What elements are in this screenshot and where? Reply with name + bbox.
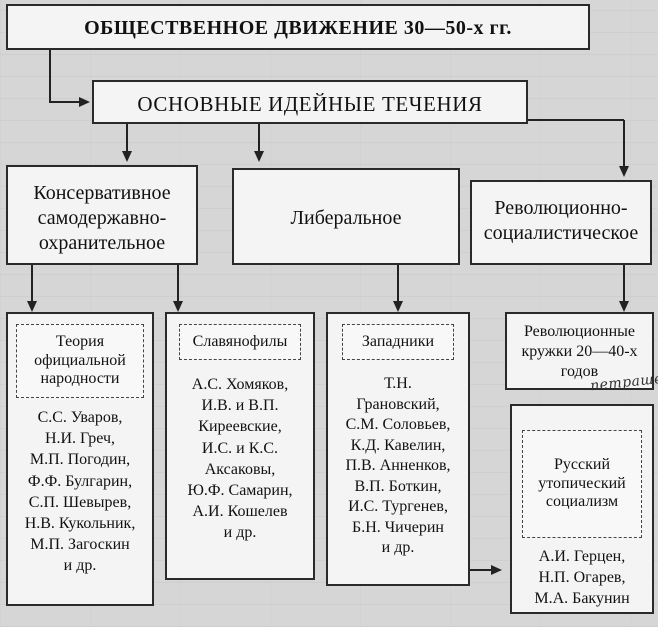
group-slavophiles-members: А.С. Хомяков, И.В. и В.П. Киреевские, И.… [167, 374, 313, 544]
member-name: М.А. Бакунин [534, 590, 630, 607]
group-revolutionary-circles-box: Революционные кружки 20—40-х годов [505, 312, 654, 390]
group-utopian-socialism-heading: Русский утопический социализм [522, 430, 642, 538]
member-name: Ф.Ф. Булгарин, [27, 472, 133, 490]
title-box: ОБЩЕСТВЕННОЕ ДВИЖЕНИЕ 30—50-х гг. [6, 4, 590, 50]
group-official-nationality-members: С.С. Уваров, Н.И. Греч, М.П. Погодин, Ф.… [8, 407, 152, 577]
member-name: Н.И. Греч, [44, 430, 116, 448]
group-revolutionary-circles-heading: Революционные кружки 20—40-х годов [521, 323, 638, 380]
group-official-nationality-box: Теория официальной народности С.С. Уваро… [6, 312, 154, 606]
member-name: И.С. Тургенев, [348, 498, 448, 515]
member-name: Н.П. Огарев, [538, 569, 626, 586]
member-name: М.П. Погодин, [29, 451, 131, 469]
group-utopian-socialism-members: А.И. Герцен, Н.П. Огарев, М.А. Бакунин [512, 546, 652, 609]
member-name: Ю.Ф. Самарин, [187, 482, 293, 500]
group-slavophiles-heading: Славянофилы [179, 324, 301, 360]
member-name: Н.В. Кукольник, [24, 515, 136, 533]
member-name: М.П. Загоскин [30, 536, 130, 554]
member-name: Киреевские, [198, 418, 282, 436]
group-utopian-socialism-box: Русский утопический социализм А.И. Герце… [510, 404, 654, 614]
group-slavophiles-box: Славянофилы А.С. Хомяков, И.В. и В.П. Ки… [165, 312, 315, 580]
currents-header-box: ОСНОВНЫЕ ИДЕЙНЫЕ ТЕЧЕНИЯ [92, 80, 528, 124]
current-revolutionary-box: Революционно-социалистическое [470, 180, 652, 265]
arrow-title-to-currents [49, 50, 90, 107]
member-name: С.М. Соловьев, [345, 416, 451, 433]
member-name: П.В. Анненков, [345, 457, 451, 474]
page-title: ОБЩЕСТВЕННОЕ ДВИЖЕНИЕ 30—50-х гг. [84, 17, 512, 39]
current-liberal-label: Либеральное [290, 207, 402, 229]
current-conservative-box: Консервативное самодержавно-охранительно… [6, 165, 198, 265]
arrow-westerners-to-utopian [467, 565, 502, 586]
group-westerners-members: Т.Н. Грановский, С.М. Соловьев, К.Д. Кав… [328, 374, 468, 559]
member-name: К.Д. Кавелин, [350, 436, 446, 454]
current-revolutionary-label: Революционно-социалистическое [483, 197, 639, 244]
group-westerners-heading: Западники [342, 324, 454, 360]
member-name: Грановский, [356, 395, 440, 413]
current-conservative-label: Консервативное самодержавно-охранительно… [33, 182, 171, 254]
member-name: В.П. Боткин, [354, 477, 442, 495]
currents-header: ОСНОВНЫЕ ИДЕЙНЫЕ ТЕЧЕНИЯ [137, 92, 483, 116]
member-name: А.И. Герцен, [538, 548, 626, 565]
group-westerners-box: Западники Т.Н. Грановский, С.М. Соловьев… [326, 312, 470, 586]
member-name: А.И. Кошелев [192, 503, 288, 521]
member-name: и др. [381, 539, 415, 556]
member-name: Аксаковы, [204, 460, 276, 478]
current-liberal-box: Либеральное [232, 168, 460, 265]
member-name: С.П. Шевырев, [28, 493, 132, 511]
member-name: Б.Н. Чичерин [352, 518, 444, 536]
member-name: и др. [223, 524, 257, 542]
member-name: Т.Н. [384, 375, 412, 392]
member-name: И.С. и К.С. [201, 439, 279, 457]
member-name: И.В. и В.П. [201, 397, 279, 415]
member-name: и др. [63, 557, 97, 575]
group-official-nationality-heading: Теория официальной народности [16, 324, 144, 398]
member-name: С.С. Уваров, [37, 409, 123, 426]
member-name: А.С. Хомяков, [191, 376, 289, 393]
